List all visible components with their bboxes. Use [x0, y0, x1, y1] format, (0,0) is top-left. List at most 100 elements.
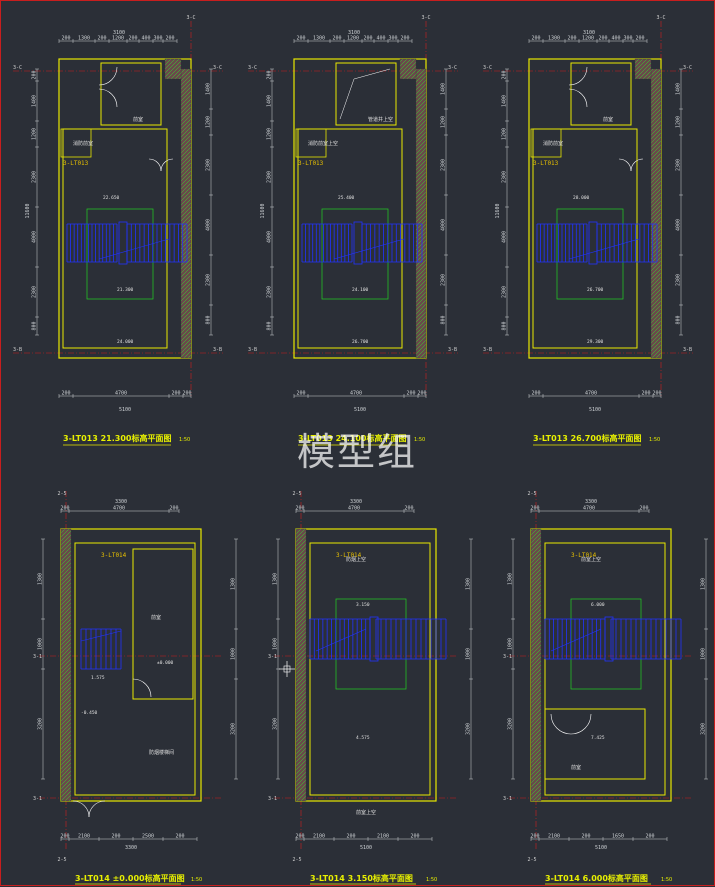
stair-well	[570, 598, 642, 690]
dim-text: 800	[676, 315, 682, 324]
hatched-wall	[650, 68, 662, 359]
stair-flight	[544, 618, 606, 660]
dim-text: 200	[346, 834, 355, 840]
dim-total: 11600	[25, 203, 31, 218]
dim-text: 200	[641, 391, 650, 397]
plan-caption: 3-LT013 24.100标高平面图	[298, 433, 406, 443]
dim-text: 200	[652, 391, 661, 397]
axis-label: 2-5	[527, 857, 536, 863]
dim-total: 5100	[360, 845, 372, 851]
dim-text: 3200	[466, 723, 472, 735]
dim-text: 400	[141, 36, 150, 42]
axis-label: 3-C	[13, 65, 22, 71]
plan-caption: 3-LT014 3.150标高平面图	[310, 873, 413, 883]
stair-flight	[301, 223, 353, 263]
level-mark: 25.400	[338, 195, 355, 201]
level-mark: 26.700	[352, 339, 369, 345]
level-mark: ±0.000	[157, 660, 174, 666]
outer-wall	[58, 58, 192, 359]
level-mark: 26.700	[587, 287, 604, 293]
dim-text: 200	[169, 506, 178, 512]
room-partition	[132, 548, 194, 700]
shaft-line	[339, 78, 355, 120]
axis-label: 3-C	[448, 65, 457, 71]
inner-wall	[297, 128, 403, 349]
dim-text: 2300	[441, 159, 447, 171]
level-mark: 4.575	[356, 735, 370, 741]
axis-label: 3-B	[483, 347, 492, 353]
dim-text: 200	[406, 391, 415, 397]
dim-text: 200	[296, 391, 305, 397]
dim-text: 200	[111, 834, 120, 840]
closet-room	[60, 128, 92, 158]
outer-wall	[530, 528, 672, 802]
dim-text: 2300	[206, 159, 212, 171]
axis-label: 3-C	[248, 65, 257, 71]
dim-text: 200	[165, 36, 174, 42]
dim-text: 200	[128, 36, 137, 42]
dim-text: 200	[332, 36, 341, 42]
dim-text: 200	[404, 506, 413, 512]
dim-text: 200	[639, 506, 648, 512]
dim-text: 800	[441, 315, 447, 324]
dim-total: 5100	[119, 407, 131, 413]
dim-text: 1300	[548, 36, 560, 42]
dim-text: 200	[531, 36, 540, 42]
dim-text: 3200	[231, 723, 237, 735]
shaft-room	[100, 62, 162, 126]
dim-text: 4700	[583, 506, 595, 512]
room-label: 前室上空	[581, 556, 601, 563]
plan-tag: 3-LT014	[571, 552, 597, 559]
dim-text: 200	[410, 834, 419, 840]
dim-text: 1300	[231, 578, 237, 590]
closet-room	[530, 128, 562, 158]
stair-well	[335, 598, 407, 690]
axis-label: 3-C	[483, 65, 492, 71]
dim-text: 200	[635, 36, 644, 42]
inner-wall	[62, 128, 168, 349]
dim-text: 3200	[38, 718, 44, 730]
dim-total: 3300	[115, 499, 127, 505]
dim-text: 1300	[313, 36, 325, 42]
hatched-wall	[60, 528, 72, 802]
dim-text: 1400	[502, 95, 508, 107]
level-mark: 1.575	[91, 675, 105, 681]
axis-label: 2-5	[57, 491, 66, 497]
dim-text: 200	[182, 391, 191, 397]
dim-text: 1000	[273, 638, 279, 650]
dim-text: 200	[530, 506, 539, 512]
stair-direction	[315, 628, 367, 652]
dim-text: 1300	[508, 573, 514, 585]
dim-text: 800	[267, 321, 273, 330]
dim-text: 2300	[267, 171, 273, 183]
dim-text: 200	[171, 391, 180, 397]
dim-total: 3300	[125, 845, 137, 851]
axis-label: 3-B	[683, 347, 692, 353]
hatched-wall	[530, 528, 542, 802]
axis-label: 2-5	[292, 491, 301, 497]
stair-direction	[80, 630, 122, 642]
axis-label: 3-C	[186, 15, 195, 21]
dim-text: 200	[295, 506, 304, 512]
dim-text: 1300	[273, 573, 279, 585]
dim-total: 3300	[585, 499, 597, 505]
stair-handrail	[353, 221, 363, 265]
stair-flight	[126, 223, 188, 263]
stair-flight	[536, 223, 588, 263]
plan-scale: 1:50	[179, 437, 190, 443]
dim-text: 800	[206, 315, 212, 324]
hatched-wall	[295, 528, 307, 802]
plan-scale: 1:50	[426, 877, 437, 883]
door-arc	[98, 88, 118, 108]
dim-text: 4700	[348, 506, 360, 512]
dim-text: 4000	[206, 219, 212, 231]
dim-text: 1300	[466, 578, 472, 590]
dim-text: 200	[61, 391, 70, 397]
dim-total: 3100	[348, 30, 360, 36]
stair-flight	[596, 223, 658, 263]
stair-flight	[309, 618, 371, 660]
level-mark: 7.425	[591, 735, 605, 741]
hatched-wall	[634, 58, 652, 80]
